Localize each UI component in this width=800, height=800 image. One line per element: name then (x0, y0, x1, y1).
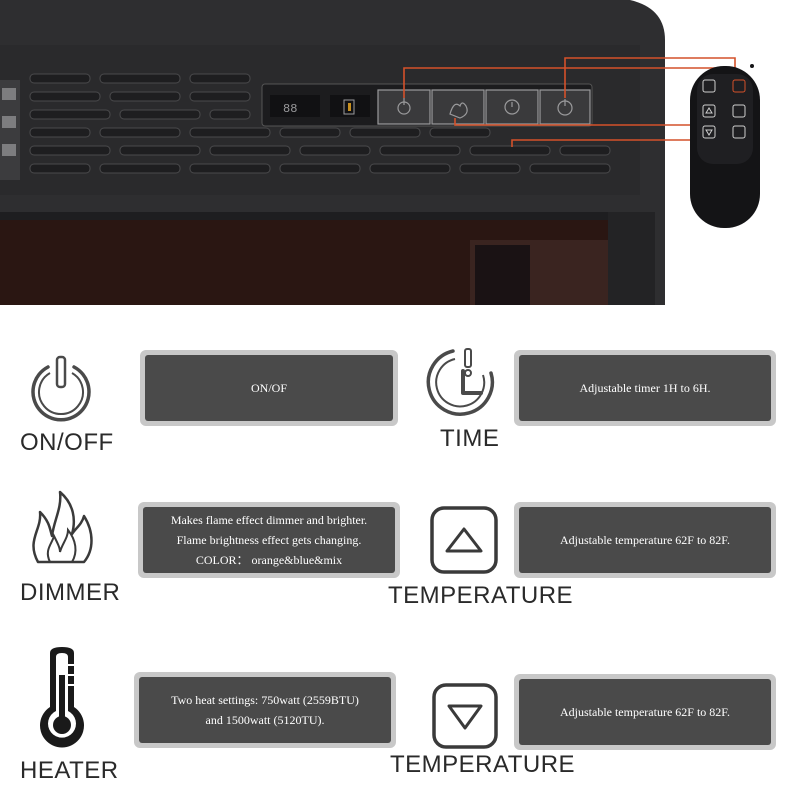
heater-description: Two heat settings: 750watt (2559BTU) and… (134, 672, 396, 748)
panel-display: 88 (283, 102, 297, 116)
timer-icon (426, 348, 495, 416)
temperature-up-icon (430, 506, 498, 574)
time-label: TIME (440, 425, 500, 452)
heater-label: HEATER (20, 757, 119, 784)
temperature-down-desc-line: Adjustable temperature 62F to 82F. (559, 705, 730, 719)
temperature-up-description: Adjustable temperature 62F to 82F. (514, 502, 776, 578)
dimmer-desc-line: COLOR： orange&blue&mix (195, 553, 343, 567)
dimmer-desc-line: Flame brightness effect gets changing. (176, 533, 362, 547)
power-icon (31, 355, 91, 422)
onoff-description: ON/OF (140, 350, 398, 426)
onoff-label: ON/OFF (20, 429, 114, 456)
heater-desc-line: and 1500watt (5120TU). (205, 713, 325, 727)
dimmer-description: Makes flame effect dimmer and brighter. … (138, 502, 400, 578)
fireplace-illustration: 88 (0, 0, 760, 305)
thermometer-icon (39, 647, 84, 748)
fireplace-photo: 88 (0, 0, 800, 305)
time-desc-line: Adjustable timer 1H to 6H. (579, 381, 711, 395)
temperature-down-icon (432, 683, 498, 749)
time-description: Adjustable timer 1H to 6H. (514, 350, 776, 426)
vent-slots (29, 73, 611, 174)
dimmer-label: DIMMER (20, 579, 121, 606)
onoff-desc-line: ON/OF (250, 381, 287, 395)
temperature-down-description: Adjustable temperature 62F to 82F. (514, 674, 776, 750)
temperature-down-label: TEMPERATURE (390, 751, 576, 778)
dimmer-desc-line: Makes flame effect dimmer and brighter. (170, 513, 368, 527)
flame-icon (32, 490, 93, 564)
temperature-up-label: TEMPERATURE (388, 582, 574, 609)
temperature-up-desc-line: Adjustable temperature 62F to 82F. (559, 533, 730, 547)
heater-desc-line: Two heat settings: 750watt (2559BTU) (171, 693, 359, 707)
